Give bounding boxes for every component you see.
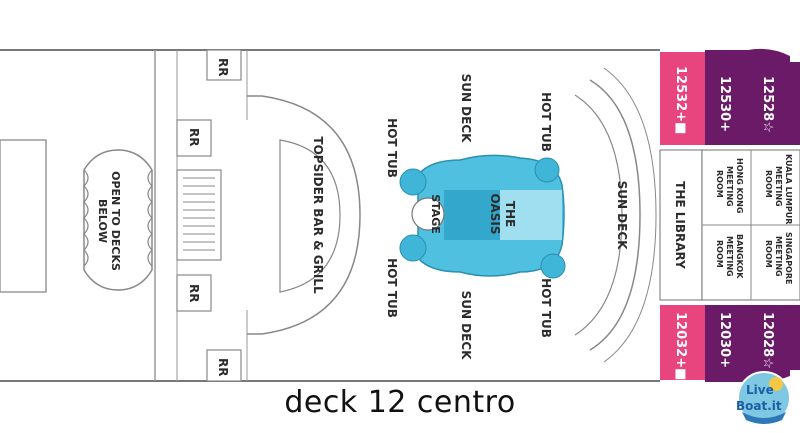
cabin-12528[interactable] — [748, 48, 790, 145]
deck-plan: OPEN TO DECKS BELOW RR RR RR RR — [0, 48, 800, 383]
cabin-12032[interactable] — [660, 305, 705, 380]
svg-text:HONG KONG: HONG KONG — [735, 158, 744, 213]
svg-text:12532+■: 12532+■ — [673, 66, 688, 134]
library-label: THE LIBRARY — [673, 181, 687, 269]
svg-text:MEETING: MEETING — [774, 236, 783, 277]
restroom-top: RR — [206, 49, 242, 81]
svg-text:ROOM: ROOM — [764, 240, 773, 268]
below-label: BELOW — [96, 199, 109, 243]
svg-text:12032+■: 12032+■ — [673, 312, 688, 380]
svg-text:12030+: 12030+ — [717, 312, 732, 368]
cabin-12530[interactable] — [705, 50, 748, 145]
logo-line2: Boat.it — [736, 399, 782, 413]
hong-kong-room: HONG KONG MEETING ROOM — [715, 158, 744, 213]
svg-text:BANGKOK: BANGKOK — [735, 234, 744, 279]
svg-text:ROOM: ROOM — [764, 170, 773, 198]
hot-tub-tr-label: HOT TUB — [539, 92, 553, 152]
cabin-12028[interactable] — [748, 305, 790, 383]
hot-tub-bl-label: HOT TUB — [385, 258, 399, 318]
hot-tub-tl-label: HOT TUB — [385, 118, 399, 178]
bangkok-room: BANGKOK MEETING ROOM — [715, 234, 744, 279]
hot-tub-br-label: HOT TUB — [539, 278, 553, 338]
topsider-bar-grill: TOPSIDER BAR & GRILL — [247, 95, 361, 335]
the-library: THE LIBRARY — [659, 149, 703, 301]
svg-text:RR: RR — [187, 128, 201, 146]
svg-text:12530+: 12530+ — [717, 76, 732, 132]
svg-text:RR: RR — [216, 58, 230, 76]
central-stairs — [176, 169, 222, 261]
deck-caption: deck 12 centro — [284, 385, 516, 420]
logo-line1: Live — [746, 383, 774, 397]
cabin-12030[interactable] — [705, 305, 748, 382]
svg-text:ROOM: ROOM — [715, 170, 724, 198]
restroom-bottom: RR — [206, 349, 242, 382]
svg-text:SINGAPORE: SINGAPORE — [784, 232, 793, 284]
open-to-decks-area: OPEN TO DECKS BELOW — [83, 149, 153, 291]
svg-text:12528☆: 12528☆ — [760, 76, 775, 133]
stage — [411, 197, 445, 231]
sun-deck-right-label: SUN DECK — [615, 181, 629, 251]
liveboat-logo: Live Boat.it — [736, 371, 791, 425]
restroom-lower: RR — [176, 274, 212, 312]
oasis-pool: STAGE THE OASIS — [399, 154, 566, 279]
hot-tub-br — [540, 253, 566, 279]
sun-deck-top-label: SUN DECK — [459, 74, 473, 144]
restroom-upper: RR — [176, 119, 212, 157]
svg-text:RR: RR — [187, 284, 201, 302]
svg-text:ROOM: ROOM — [715, 240, 724, 268]
svg-text:RR: RR — [216, 358, 230, 376]
oasis-name-label: OASIS — [488, 194, 502, 235]
hot-tub-bl — [399, 234, 427, 262]
svg-text:MEETING: MEETING — [725, 166, 734, 207]
topsider-label: TOPSIDER BAR & GRILL — [311, 136, 325, 294]
singapore-room: SINGAPORE MEETING ROOM — [764, 232, 793, 284]
kuala-lumpur-room: KUALA LUMPUR MEETING ROOM — [764, 154, 793, 224]
meeting-rooms: KUALA LUMPUR MEETING ROOM HONG KONG MEET… — [701, 149, 800, 301]
cabins-bottom: 12032+■ 12030+ 12028☆ — [660, 305, 800, 383]
svg-text:MEETING: MEETING — [725, 236, 734, 277]
left-stair-box — [0, 139, 47, 293]
open-to-decks-label: OPEN TO DECKS — [109, 171, 122, 271]
svg-text:MEETING: MEETING — [774, 166, 783, 207]
sun-deck-bottom-label: SUN DECK — [459, 291, 473, 361]
hot-tub-tr — [534, 157, 560, 183]
cabin-12532[interactable] — [660, 52, 705, 145]
cabins-top: 12532+■ 12530+ 12528☆ — [660, 48, 800, 145]
sun-deck-right: SUN DECK — [574, 67, 657, 363]
hot-tub-tl — [399, 168, 427, 196]
svg-text:12028☆: 12028☆ — [760, 312, 775, 369]
svg-text:KUALA LUMPUR: KUALA LUMPUR — [784, 154, 793, 224]
stage-label: STAGE — [429, 194, 442, 234]
oasis-the-label: THE — [503, 201, 517, 227]
